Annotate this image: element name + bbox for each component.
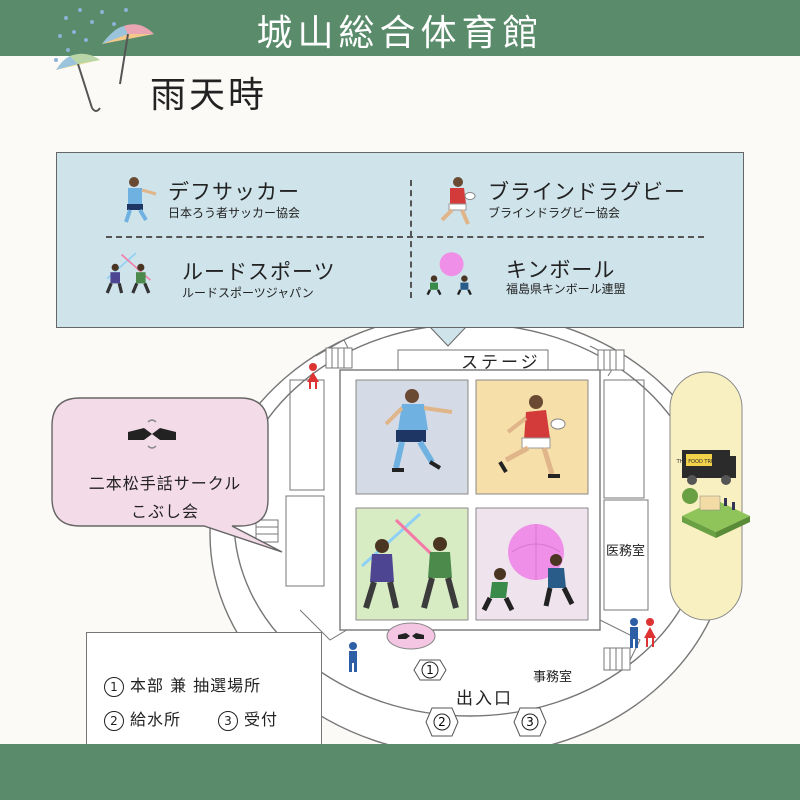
marker-3-label: 3 <box>526 715 534 729</box>
legend-divider-horizontal <box>106 236 704 238</box>
soccer-player-icon <box>124 177 157 223</box>
marker-1-label: 1 <box>426 663 434 677</box>
restroom-female-icon <box>307 363 319 389</box>
legend-line-water: 2 給水所 <box>104 706 181 731</box>
marker-1: 1 <box>413 659 447 681</box>
sport-org-kin-ball: 福島県キンボール連盟 <box>506 282 626 296</box>
saber-fighters-icon <box>105 252 151 294</box>
rugby-player-figure <box>498 395 566 478</box>
sign-circle-name: 二本松手話サークル <box>88 474 242 493</box>
facility-legend-box <box>86 632 322 758</box>
entrance-label: 出入口 <box>456 689 513 709</box>
sign-language-bubble <box>51 397 283 553</box>
sports-legend <box>56 152 744 328</box>
rugby-player-icon <box>440 177 476 225</box>
legend-number-1: 1 <box>104 676 124 697</box>
sport-org-deaf-soccer: 日本ろう者サッカー協会 <box>168 206 301 220</box>
legend-text-reception: 受付 <box>244 710 279 729</box>
sport-name-rude-sports: ルードスポーツ <box>182 260 336 284</box>
legend-number-3: 3 <box>218 710 238 731</box>
kinball-players-figure <box>481 524 575 612</box>
restroom-pair-icon <box>630 618 656 648</box>
office-label: 事務室 <box>533 670 573 685</box>
stage-label: ステージ <box>461 353 541 373</box>
restroom-male-icon <box>349 642 357 672</box>
umbrella-rain-icon <box>54 8 154 112</box>
sign-circle-subname: こぶし会 <box>130 502 199 521</box>
legend-line-reception: 3 受付 <box>218 706 278 731</box>
soccer-player-figure <box>384 389 453 472</box>
kin-ball-icon <box>426 252 472 296</box>
sport-org-blind-rugby: ブラインドラグビー協会 <box>488 206 621 220</box>
legend-number-2: 2 <box>104 710 124 731</box>
marker-2-label: 2 <box>438 715 446 729</box>
page-title: 城山総合体育館 <box>256 13 544 54</box>
legend-divider-vertical <box>410 180 412 298</box>
park-icon <box>682 488 750 538</box>
footer-band <box>0 744 800 800</box>
sign-language-hands-icon <box>128 419 176 449</box>
legend-text-headquarters: 本部 兼 抽選場所 <box>130 676 262 695</box>
legend-line-headquarters: 1 本部 兼 抽選場所 <box>104 672 261 697</box>
food-truck-icon: THE FOOD TRUCK <box>676 450 736 485</box>
legend-text-water: 給水所 <box>130 710 182 729</box>
food-truck-sign: THE FOOD TRUCK <box>676 459 722 465</box>
sport-name-kin-ball: キンボール <box>506 258 616 282</box>
rain-plan-title: 雨天時 <box>150 75 268 116</box>
sport-name-blind-rugby: ブラインドラグビー <box>488 180 686 204</box>
marker-3: 3 <box>513 707 547 737</box>
medical-room-label: 医務室 <box>606 544 646 559</box>
saber-fighters-figure <box>360 512 459 609</box>
marker-2: 2 <box>425 707 459 737</box>
sign-language-spot-icon <box>398 633 424 639</box>
sign-language-spot <box>386 622 436 650</box>
sport-org-rude-sports: ルードスポーツジャパン <box>182 286 314 300</box>
sport-name-deaf-soccer: デフサッカー <box>168 180 300 204</box>
